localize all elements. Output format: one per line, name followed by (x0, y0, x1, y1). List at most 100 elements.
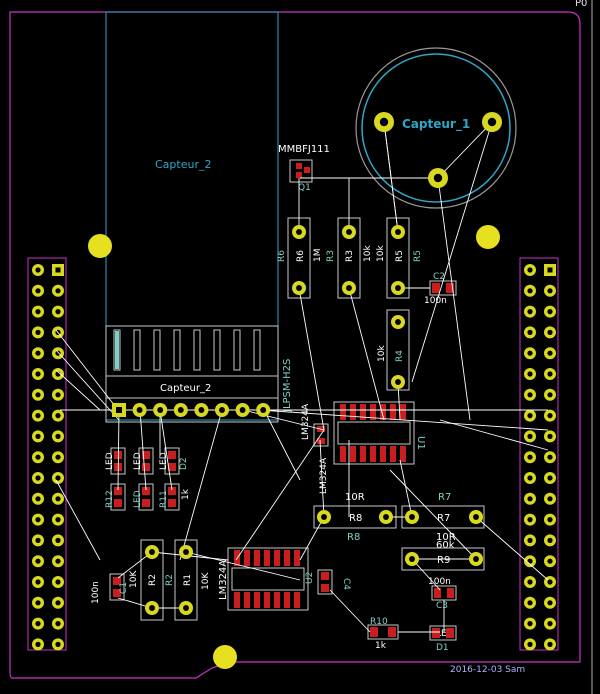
header-right-pin-hole (527, 558, 533, 564)
c4-pad-1 (321, 572, 329, 580)
r9-value: 60k (436, 540, 455, 551)
r2-ref-2: R2 (165, 574, 175, 586)
r5-ref: R5 (395, 250, 405, 262)
r7-ref-top: R7 (438, 492, 451, 503)
c3-ref: C3 (436, 601, 448, 611)
header-left-pin-hole (35, 433, 41, 439)
r3-value: 1M (313, 249, 323, 263)
led-resistor-columns (110, 447, 180, 511)
ratsnest-line (437, 121, 493, 179)
through-hole-pads (112, 112, 502, 615)
header-left-pin-hole (35, 641, 41, 648)
u2-pads (231, 550, 305, 608)
u2-pads-pad-top (244, 550, 250, 566)
ratsnest-line (319, 439, 325, 518)
u2-pads-body (231, 567, 305, 591)
header-left-pin-hole (55, 309, 61, 315)
horizontal-resistor-pad-1-hole (383, 514, 389, 520)
capteur1-pad-2-hole (487, 117, 497, 127)
connector-pin-1-marker (115, 331, 119, 369)
header-left-pin-hole (35, 288, 41, 294)
header-right-pin-hole (547, 309, 553, 315)
u1-outline (333, 401, 415, 465)
header-left-pin-hole (35, 371, 41, 377)
r13-ref: R12 (105, 490, 115, 508)
header-left-pin-hole (35, 517, 41, 523)
ratsnest-line (348, 287, 385, 421)
header-right-pin-hole (527, 475, 533, 481)
header-right-pin-hole (547, 641, 553, 648)
ratsnest-line (299, 516, 325, 561)
resistor-pad-0-hole (296, 229, 302, 235)
c2-pad-2 (446, 283, 454, 293)
q1-outline (289, 159, 313, 183)
res-2-outline (164, 483, 180, 511)
r1r2-pad-1-hole (149, 605, 155, 611)
u2-pads-pad-bottom (254, 592, 260, 608)
smd-near-u1 (313, 423, 329, 447)
r8-ref-2: R8 (347, 532, 360, 543)
header-left-outline (27, 257, 67, 651)
c1-pad-2 (113, 589, 121, 597)
connector-pad-1-hole (116, 407, 122, 413)
capteur2-label: Capteur_2 (155, 158, 211, 171)
horizontal-resistor-pad-2-hole (409, 514, 415, 520)
c3-value: 100n (428, 577, 451, 587)
r5-value-a: 10k (363, 245, 373, 262)
header-right-pin-hole (527, 454, 533, 460)
header-left-pin-1-hole (55, 267, 61, 273)
header-left-pin-hole (35, 454, 41, 460)
ratsnest-line (235, 429, 325, 561)
header-left-pin-hole (35, 496, 41, 502)
r2-value: 10K (129, 570, 139, 588)
header-left-pin-hole (35, 309, 41, 315)
header-right-pin-hole (547, 329, 553, 335)
u1-pads-pad-bottom (350, 446, 356, 462)
connector-housing (105, 325, 279, 423)
ratsnest-line (159, 409, 173, 491)
header-right-pin-hole (527, 309, 533, 315)
u2-ref: U2 (305, 572, 315, 584)
header-right-pin-hole (547, 413, 553, 419)
ratsnest-line (139, 409, 147, 491)
c1-value: 100n (91, 581, 101, 604)
header-right-pin-hole (527, 496, 533, 502)
r8-ref: R8 (349, 513, 362, 524)
d2-ref: D2 (179, 457, 189, 470)
ratsnest-line (389, 469, 477, 560)
r10-value: 1k (375, 641, 387, 651)
q1-value: MMBFJ111 (278, 144, 330, 155)
connector-pad-7-hole (239, 407, 246, 413)
header-right-pin-hole (547, 517, 553, 523)
resistor-pad-1-hole (296, 285, 302, 291)
header-left-pin-hole (55, 537, 61, 544)
header-right-pin-hole (527, 371, 533, 377)
lm324-label: LM324A (319, 457, 329, 494)
c3-pad-1 (434, 588, 441, 598)
c2-pad-1 (432, 283, 440, 293)
connector-pad-8-hole (260, 407, 267, 413)
header-left-pin-hole (35, 558, 41, 564)
c2-ref: C2 (433, 272, 445, 282)
u1-pads-pad-top (340, 404, 346, 420)
u1-pads (337, 404, 411, 462)
ratsnest-line (383, 121, 399, 233)
r11-ref: R11 (159, 490, 169, 508)
header-left-pin-hole (55, 496, 61, 502)
u2-pads-pad-top (274, 550, 280, 566)
c1-pad-1 (113, 577, 121, 585)
header-right-pin-hole (527, 350, 533, 356)
header-right-pin-hole (527, 433, 533, 439)
u1-pads-pad-top (400, 404, 406, 420)
header-right-pin-hole (527, 600, 533, 606)
q1-ref: Q1 (298, 183, 311, 193)
d1-outline (429, 625, 457, 641)
header-right-pin-hole (547, 558, 553, 564)
led-label-3: LED (159, 452, 169, 470)
r3-ref-2: R3 (345, 250, 355, 262)
u2-outline (227, 547, 309, 611)
header-left-pin-hole (35, 475, 41, 481)
r11-value: 1k (181, 488, 191, 500)
resistor-pad-4-hole (395, 229, 401, 235)
